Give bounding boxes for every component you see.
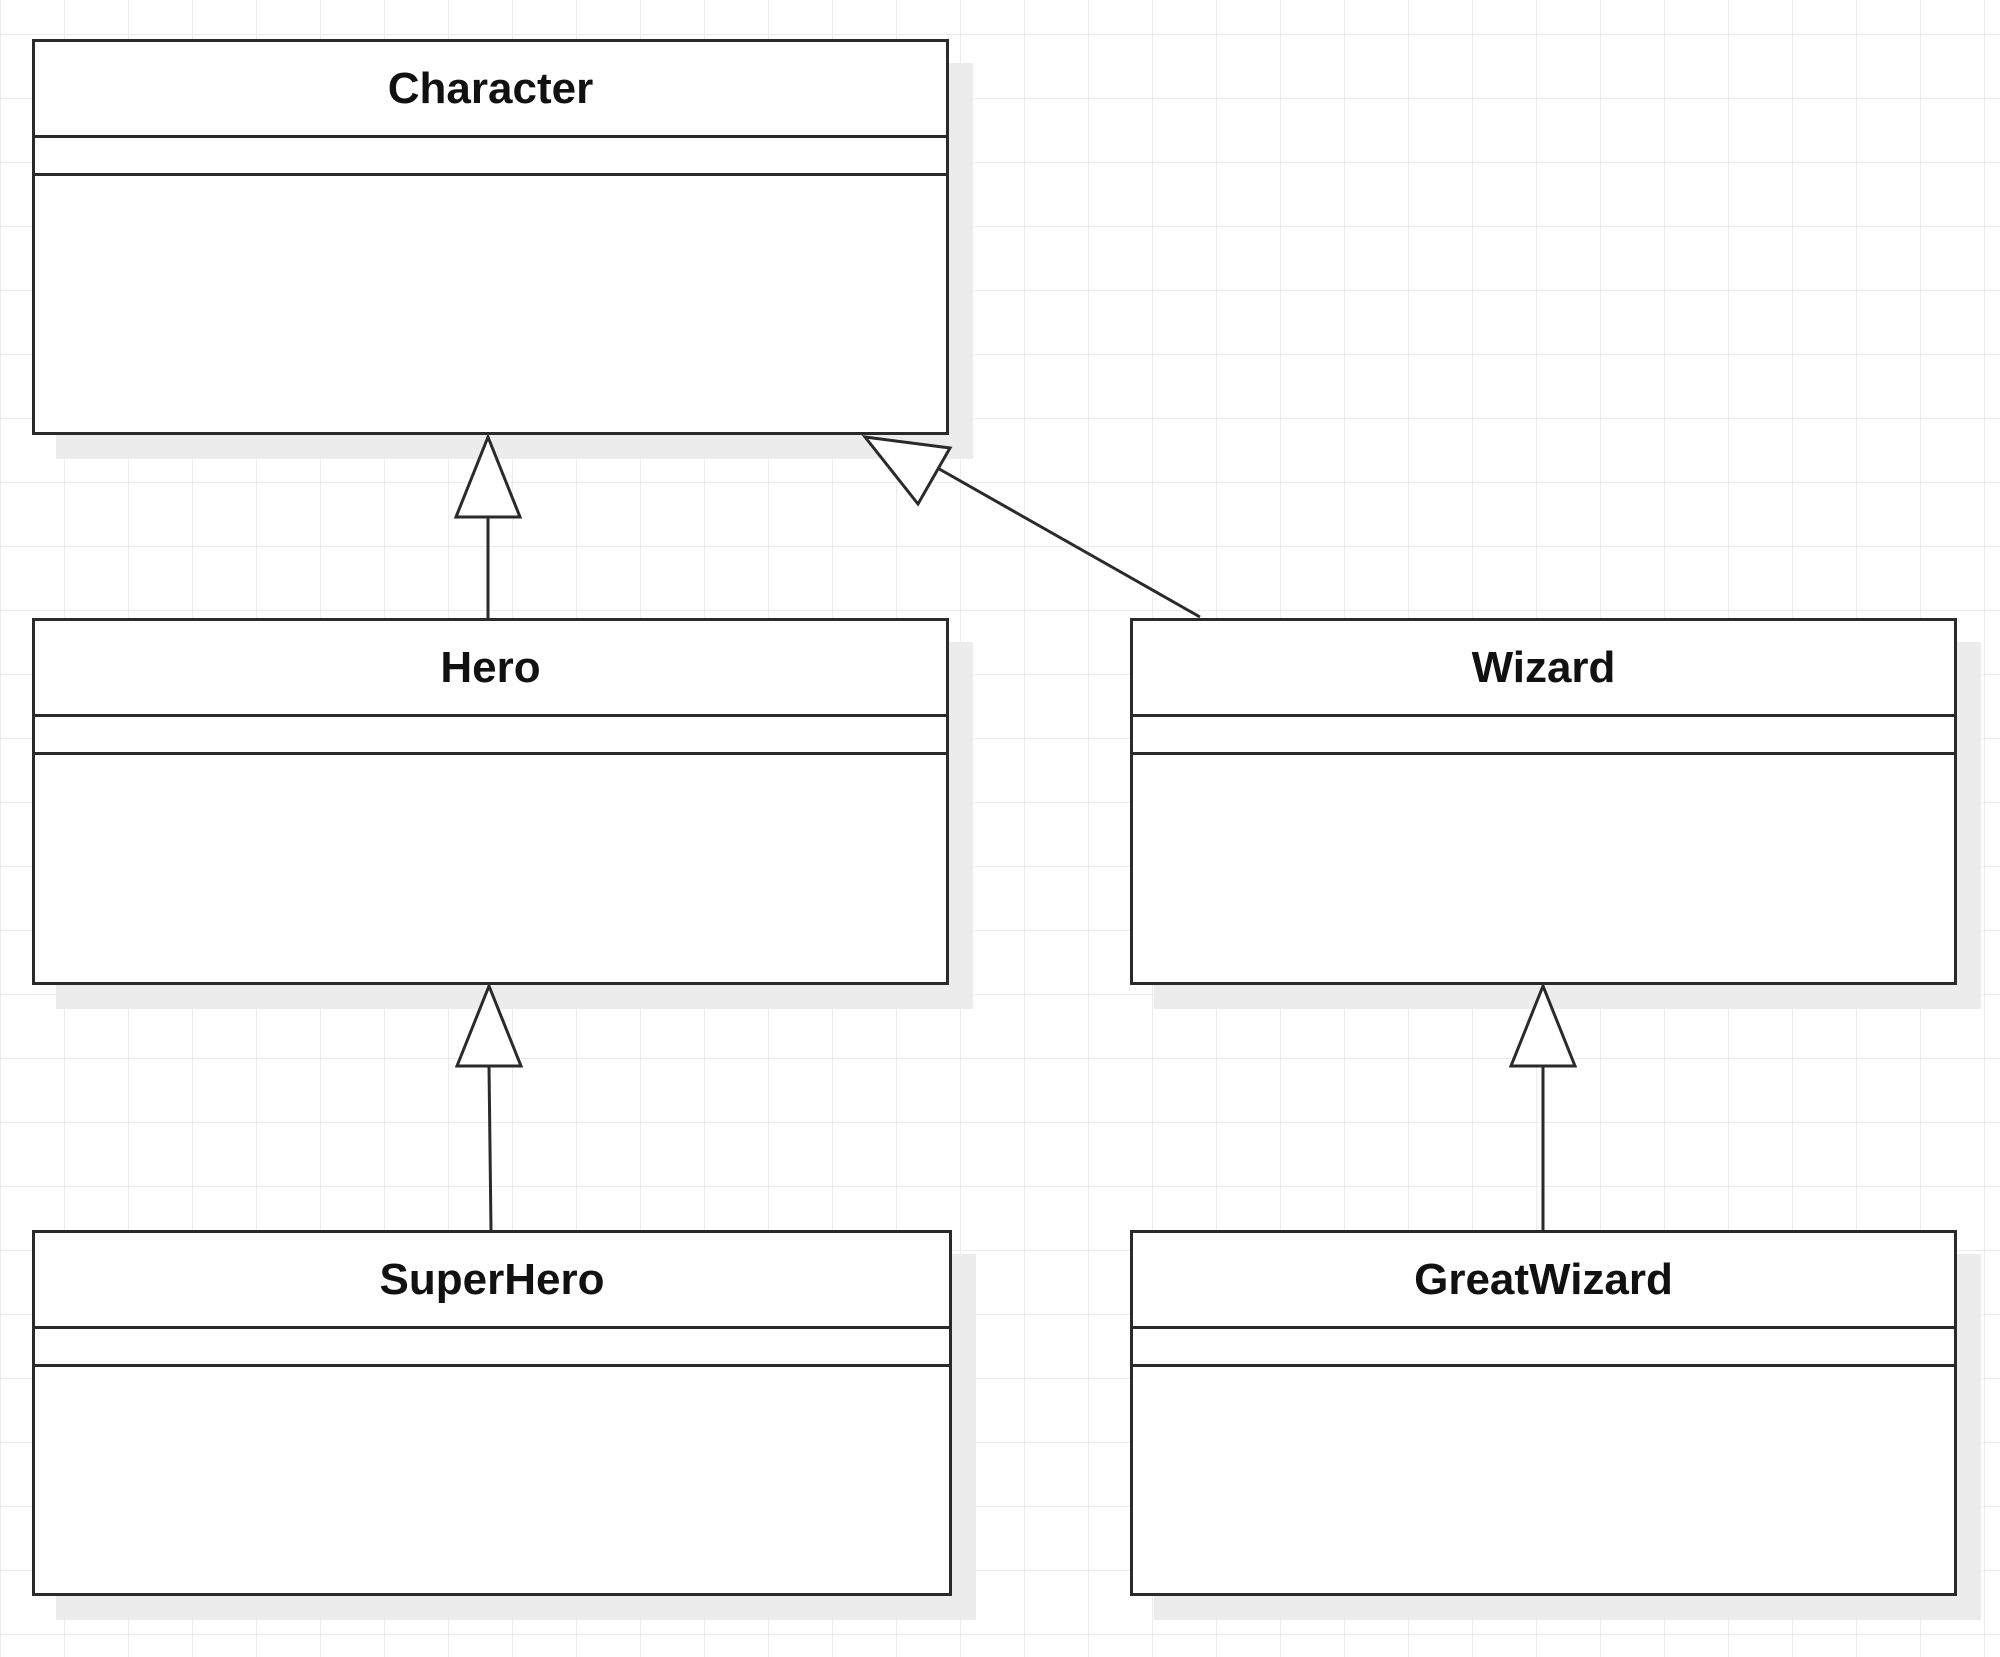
class-hero-attributes (35, 717, 946, 755)
edge-greatwizard-to-wizard[interactable] (1508, 981, 1578, 1230)
class-greatwizard[interactable]: GreatWizard (1130, 1230, 1957, 1596)
class-character-name: Character (35, 42, 946, 138)
edge-hero-to-character[interactable] (453, 432, 523, 618)
class-character-operations (35, 176, 946, 432)
class-character-attributes (35, 138, 946, 176)
inheritance-arrowhead (453, 432, 523, 519)
class-wizard-attributes (1133, 717, 1954, 755)
class-greatwizard-operations (1133, 1367, 1954, 1593)
class-superhero[interactable]: SuperHero (32, 1230, 952, 1596)
class-greatwizard-name: GreatWizard (1133, 1233, 1954, 1329)
class-hero-name: Hero (35, 621, 946, 717)
class-wizard[interactable]: Wizard (1130, 618, 1957, 985)
class-superhero-name: SuperHero (35, 1233, 949, 1329)
inheritance-arrowhead (1508, 981, 1578, 1068)
edge-superhero-to-hero[interactable] (454, 981, 524, 1231)
class-superhero-operations (35, 1367, 949, 1593)
inheritance-arrowhead (861, 435, 953, 507)
class-wizard-operations (1133, 755, 1954, 982)
class-greatwizard-attributes (1133, 1329, 1954, 1367)
edge-wizard-to-character[interactable] (861, 435, 1201, 619)
inheritance-arrowhead (454, 981, 524, 1068)
class-wizard-name: Wizard (1133, 621, 1954, 717)
class-superhero-attributes (35, 1329, 949, 1367)
class-hero[interactable]: Hero (32, 618, 949, 985)
class-hero-operations (35, 755, 946, 982)
class-character[interactable]: Character (32, 39, 949, 435)
